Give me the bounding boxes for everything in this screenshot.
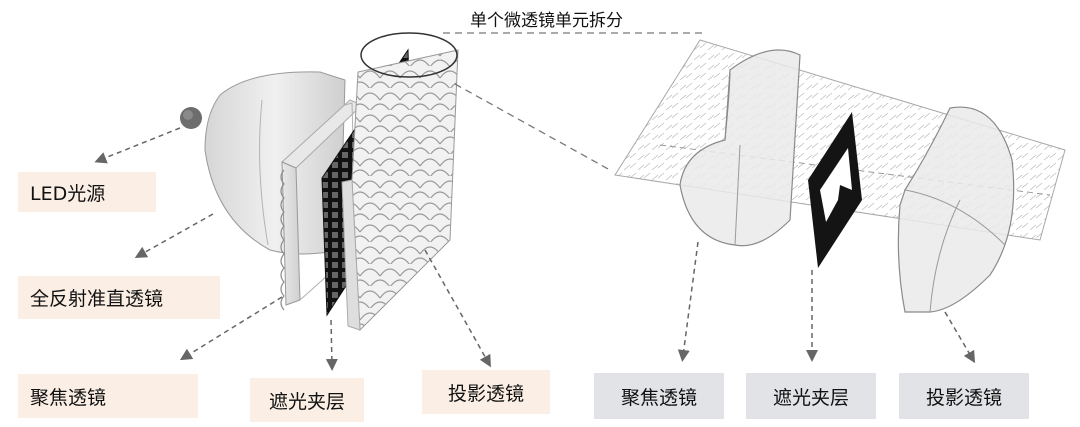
focusing-lens-plate <box>280 99 363 311</box>
exploded-projection-lens <box>897 106 1015 313</box>
single-unit-highlight-ellipse <box>360 32 458 78</box>
arrow-mask <box>325 319 338 371</box>
diagram-title: 单个微透镜单元拆分 <box>470 11 623 31</box>
label-projection-lens: 投影透镜 <box>422 370 550 414</box>
exploded-mask-aperture <box>808 112 862 268</box>
label-right-focusing-lens: 聚焦透镜 <box>594 373 724 419</box>
label-right-mask-layer: 遮光夹层 <box>746 373 876 419</box>
arrow-focus <box>179 296 283 361</box>
led-source <box>180 107 202 129</box>
arrow-tir <box>134 213 214 258</box>
label-mask-layer: 遮光夹层 <box>250 378 364 422</box>
label-focusing-lens: 聚焦透镜 <box>18 374 198 418</box>
arrow-led <box>94 127 181 164</box>
label-led-source: LED光源 <box>18 172 156 212</box>
callout-arrows <box>94 127 976 371</box>
label-right-projection-lens: 投影透镜 <box>899 373 1029 419</box>
arrow-right-proj <box>944 311 976 364</box>
exploded-view-connectors <box>443 32 702 171</box>
projection-lens-plate <box>341 49 459 332</box>
arrow-proj <box>424 249 491 368</box>
arrow-right-focus <box>677 241 699 362</box>
tir-collimator-lens <box>204 71 346 255</box>
label-tir-collimator: 全反射准直透镜 <box>18 276 220 319</box>
exploded-focusing-lens <box>679 49 801 247</box>
